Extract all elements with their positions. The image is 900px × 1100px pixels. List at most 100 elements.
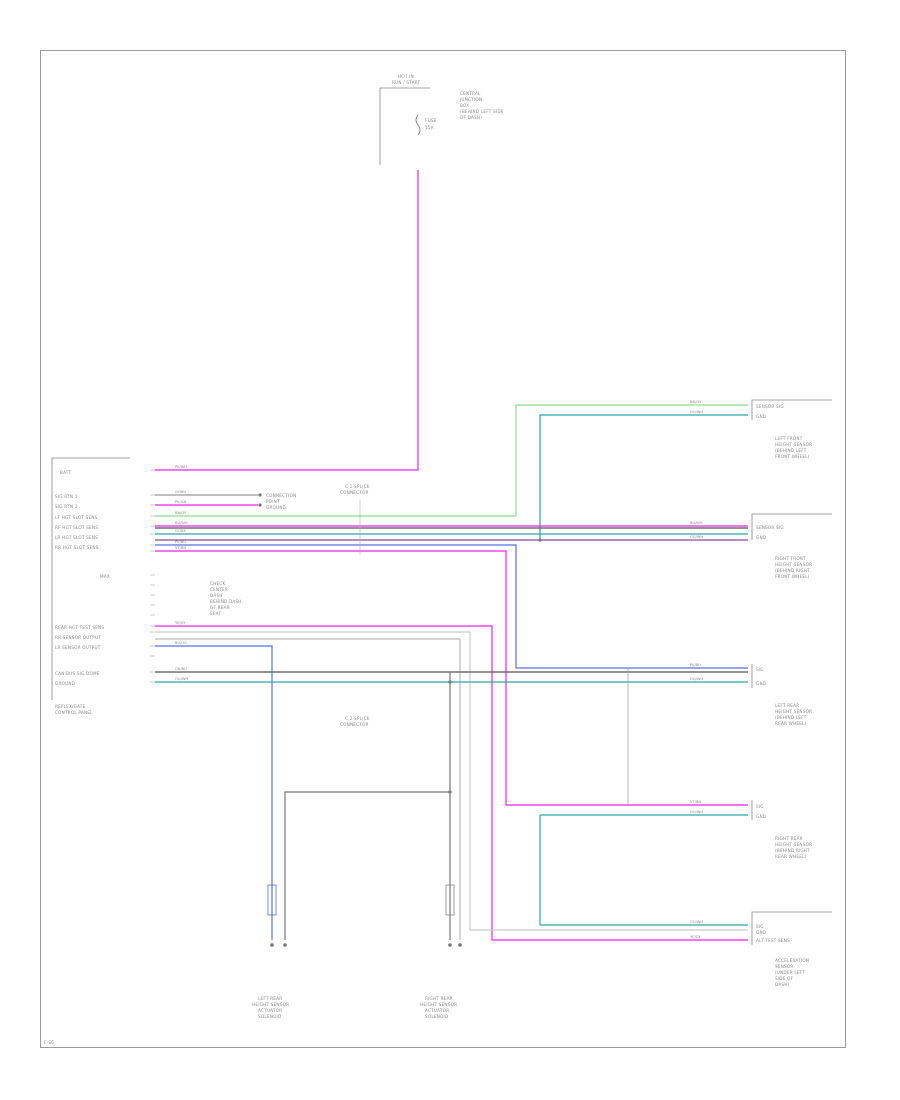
module-name-2: CONTROL PANEL xyxy=(55,710,93,715)
wire-code-labels: PK/WH GY/BU PK/GN BN/GY BU/WH GY/BK PK/B… xyxy=(175,400,703,939)
sensor-rf-title-2: HEIGHT SENSOR xyxy=(775,562,812,567)
sensor-acc-title-1: ACCELERATION xyxy=(775,958,809,963)
sensor-rr-title-1: RIGHT REAR xyxy=(775,836,803,841)
actuator-lower-left: LEFT REAR HEIGHT SENSOR ACTUATOR SOLENOI… xyxy=(252,884,289,1019)
module-note-1: CHECK xyxy=(210,581,225,586)
wires xyxy=(155,170,748,941)
module-pin-rf: RF HGT SLOT SENS xyxy=(55,525,98,530)
sensor-lf-pin-gnd: GND xyxy=(756,414,766,419)
sensor-acc-pin-test: ALT TEST SENS xyxy=(756,938,790,943)
c2-splice-2: CONNECTOR xyxy=(340,722,369,727)
wire-code: OG/WH xyxy=(690,535,703,539)
module-note-5: OF REAR xyxy=(210,605,230,610)
actuator-left-title-4: SOLENOID xyxy=(258,1014,281,1019)
sensor-lr-title-3: (BEHIND LEFT xyxy=(775,715,807,720)
sensor-lr-title-2: HEIGHT SENSOR xyxy=(775,709,812,714)
sensor-lf-title-3: (BEHIND LEFT xyxy=(775,448,807,453)
sensor-lf: SENSOR SIG GND LEFT FRONT HEIGHT SENSOR … xyxy=(751,399,832,459)
module-pin-sigrtn2: SIG RTN 2 xyxy=(55,504,78,509)
module-pin-batt: BATT xyxy=(60,470,71,475)
sensor-acc-title-4: SIDE OF xyxy=(775,976,794,981)
sensor-acc-title-3: (UNDER LEFT xyxy=(775,970,805,975)
fuse-block: HOT IN RUN / START CENTRAL JUNCTION BOX … xyxy=(379,74,504,165)
actuator-lower-right: RIGHT REAR HEIGHT SENSOR ACTUATOR SOLENO… xyxy=(420,884,462,1019)
module-name-1: REFLEX/GATE xyxy=(55,704,86,709)
wire-code: PK/BU xyxy=(690,663,701,667)
sensor-lf-title-2: HEIGHT SENSOR xyxy=(775,442,812,447)
module-note-3: DASH xyxy=(210,593,223,598)
sensor-rf-pin-gnd: GND xyxy=(756,535,766,540)
sensor-rr: SIG GND RIGHT REAR HEIGHT SENSOR (BEHIND… xyxy=(751,800,812,859)
module-pin-lr: LR HGT SLOT SENS xyxy=(55,535,98,540)
module-pin-max: MAX xyxy=(100,574,110,579)
fuse-label-3: BOX xyxy=(460,103,469,108)
sensor-acc-pin-gnd: GND xyxy=(756,930,766,935)
module-pin-rr: RR HGT SLOT SENS xyxy=(55,545,99,550)
actuator-right-title-3: ACTUATOR xyxy=(425,1008,449,1013)
actuator-right-title-1: RIGHT REAR xyxy=(425,996,453,1001)
sensor-acc-title-5: DASH) xyxy=(775,982,790,987)
actuator-left-title-3: ACTUATOR xyxy=(258,1008,282,1013)
fuse-label-2: JUNCTION xyxy=(459,97,482,102)
module-note-4: BEHIND DASH xyxy=(210,599,242,604)
sensor-lr-title-1: LEFT REAR xyxy=(775,703,799,708)
fuse-label-4: (BEHIND LEFT SIDE xyxy=(460,109,504,114)
actuator-left-title-2: HEIGHT SENSOR xyxy=(252,1002,289,1007)
sensor-rr-pin-sig: SIG xyxy=(756,804,764,809)
module-pin-lf: LF HGT SLOT SENS xyxy=(55,515,98,520)
diagram-frame xyxy=(40,50,846,1048)
sensor-rf-title-1: RIGHT FRONT xyxy=(775,556,806,561)
c1-splice-2: CONNECTOR xyxy=(340,490,369,495)
sensor-rf: SENSOR SIG GND RIGHT FRONT HEIGHT SENSOR… xyxy=(751,513,832,579)
wire-code: GY/BK xyxy=(175,529,186,533)
actuator-right-title-4: SOLENOID xyxy=(425,1014,448,1019)
actuator-right-title-2: HEIGHT SENSOR xyxy=(420,1002,457,1007)
actuator-left-title-1: LEFT REAR xyxy=(258,996,282,1001)
sensor-lr-title-4: REAR WHEEL) xyxy=(775,721,807,726)
module-pin-rear-test: REAR HGT TEST SENS xyxy=(55,625,104,630)
wire-code: VT/BN xyxy=(690,800,701,804)
fuse-name-1: FUSE xyxy=(425,118,437,123)
wire-code: PK/WH xyxy=(175,465,187,469)
splice-a-label: CONNECTION xyxy=(266,493,296,498)
sensor-lf-title-1: LEFT FRONT xyxy=(775,436,803,441)
sensor-lf-title-4: FRONT WHEEL) xyxy=(775,454,810,459)
wire-code: YE/GY xyxy=(690,935,701,939)
fuse-name-2: 15A xyxy=(425,125,434,130)
wire-code: PK/BU xyxy=(175,540,186,544)
wire-code: OG/WH xyxy=(690,677,703,681)
wire-code: VT/BN xyxy=(175,546,186,550)
wire-code: BU/WH xyxy=(175,521,188,525)
sensor-rr-title-4: REAR WHEEL) xyxy=(775,854,807,859)
module: BATT SIG RTN 1 SIG RTN 2 LF HGT SLOT SEN… xyxy=(51,457,242,715)
wire-code: BN/GY xyxy=(175,511,187,515)
fuse-label-5: OF DASH) xyxy=(460,115,482,120)
sensor-lr-pin-gnd: GND xyxy=(756,681,766,686)
sensor-lr-pin-sig: SIG xyxy=(756,667,764,672)
wire-code: PK/GN xyxy=(175,500,187,504)
sensor-rr-pin-gnd: GND xyxy=(756,814,766,819)
sensor-rf-pin-sig: SENSOR SIG xyxy=(756,525,784,530)
c2-splice-1: C 2 SPLICE xyxy=(345,716,370,721)
splice-a-label-2: POINT xyxy=(266,499,280,504)
module-pin-sigrtn1: SIG RTN 1 xyxy=(55,494,78,499)
sensor-acc-pin-sig: SIG xyxy=(756,924,764,929)
wire-code: YE/GY xyxy=(175,621,186,625)
wire-code: OG/WH xyxy=(690,810,703,814)
wire-code: OG/WH xyxy=(690,410,703,414)
sensor-rr-title-3: (BEHIND RIGHT xyxy=(775,848,810,853)
sensor-rf-title-4: FRONT WHEEL) xyxy=(775,574,810,579)
module-note-6: SEAT xyxy=(210,611,221,616)
module-pin-can: CAN BUS SIG DOME xyxy=(55,671,100,676)
sensor-lr: SIG GND LEFT REAR HEIGHT SENSOR (BEHIND … xyxy=(751,664,812,726)
fuse-label-1: CENTRAL xyxy=(460,91,481,96)
wire-code: GY/BU xyxy=(175,490,186,494)
wire-code: OG/WH xyxy=(690,920,703,924)
wire-code: BU/WH xyxy=(690,521,703,525)
sensor-lf-pin-sig: SENSOR SIG xyxy=(756,404,784,409)
sensor-rr-title-2: HEIGHT SENSOR xyxy=(775,842,812,847)
wire-code: OG/WH xyxy=(175,677,188,681)
sensor-acc: SIG GND ALT TEST SENS ACCELERATION SENSO… xyxy=(751,911,832,987)
fuse-header-2: RUN / START xyxy=(392,80,421,85)
